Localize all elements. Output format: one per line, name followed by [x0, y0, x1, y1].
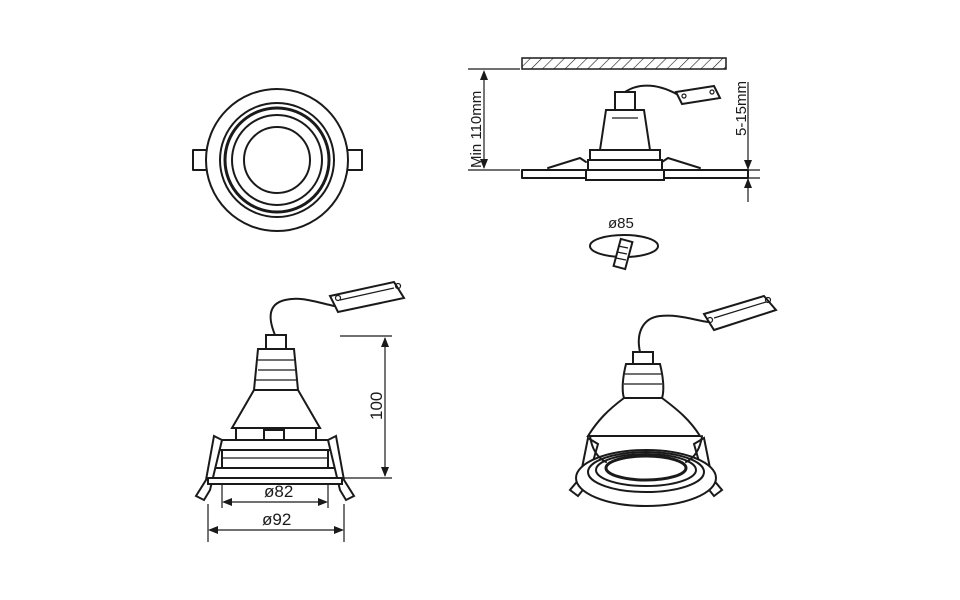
cutout-diameter-label: ø85 [608, 215, 634, 232]
outer-diameter-label: ø92 [262, 510, 291, 529]
top-view-ring-3 [223, 106, 331, 214]
cutout-depth-label: 5-15mm [733, 81, 750, 136]
inner-diameter-label: ø82 [264, 482, 293, 501]
cutout-view: ø85 [589, 215, 659, 271]
top-view-outer-ring [205, 88, 349, 232]
top-view [192, 88, 363, 232]
perspective-view [568, 294, 778, 507]
min-height-label: Min 110mm [468, 91, 485, 168]
ceiling-slab [521, 57, 727, 70]
installed-view: Min 110mm 5-15mm [468, 57, 760, 202]
top-view-inner-ring [243, 126, 311, 194]
height-label: 100 [367, 392, 386, 420]
top-view-ring-2 [219, 102, 335, 218]
side-elevation: 100 ø82 ø92 [194, 280, 406, 542]
top-view-ring-4 [231, 114, 323, 206]
